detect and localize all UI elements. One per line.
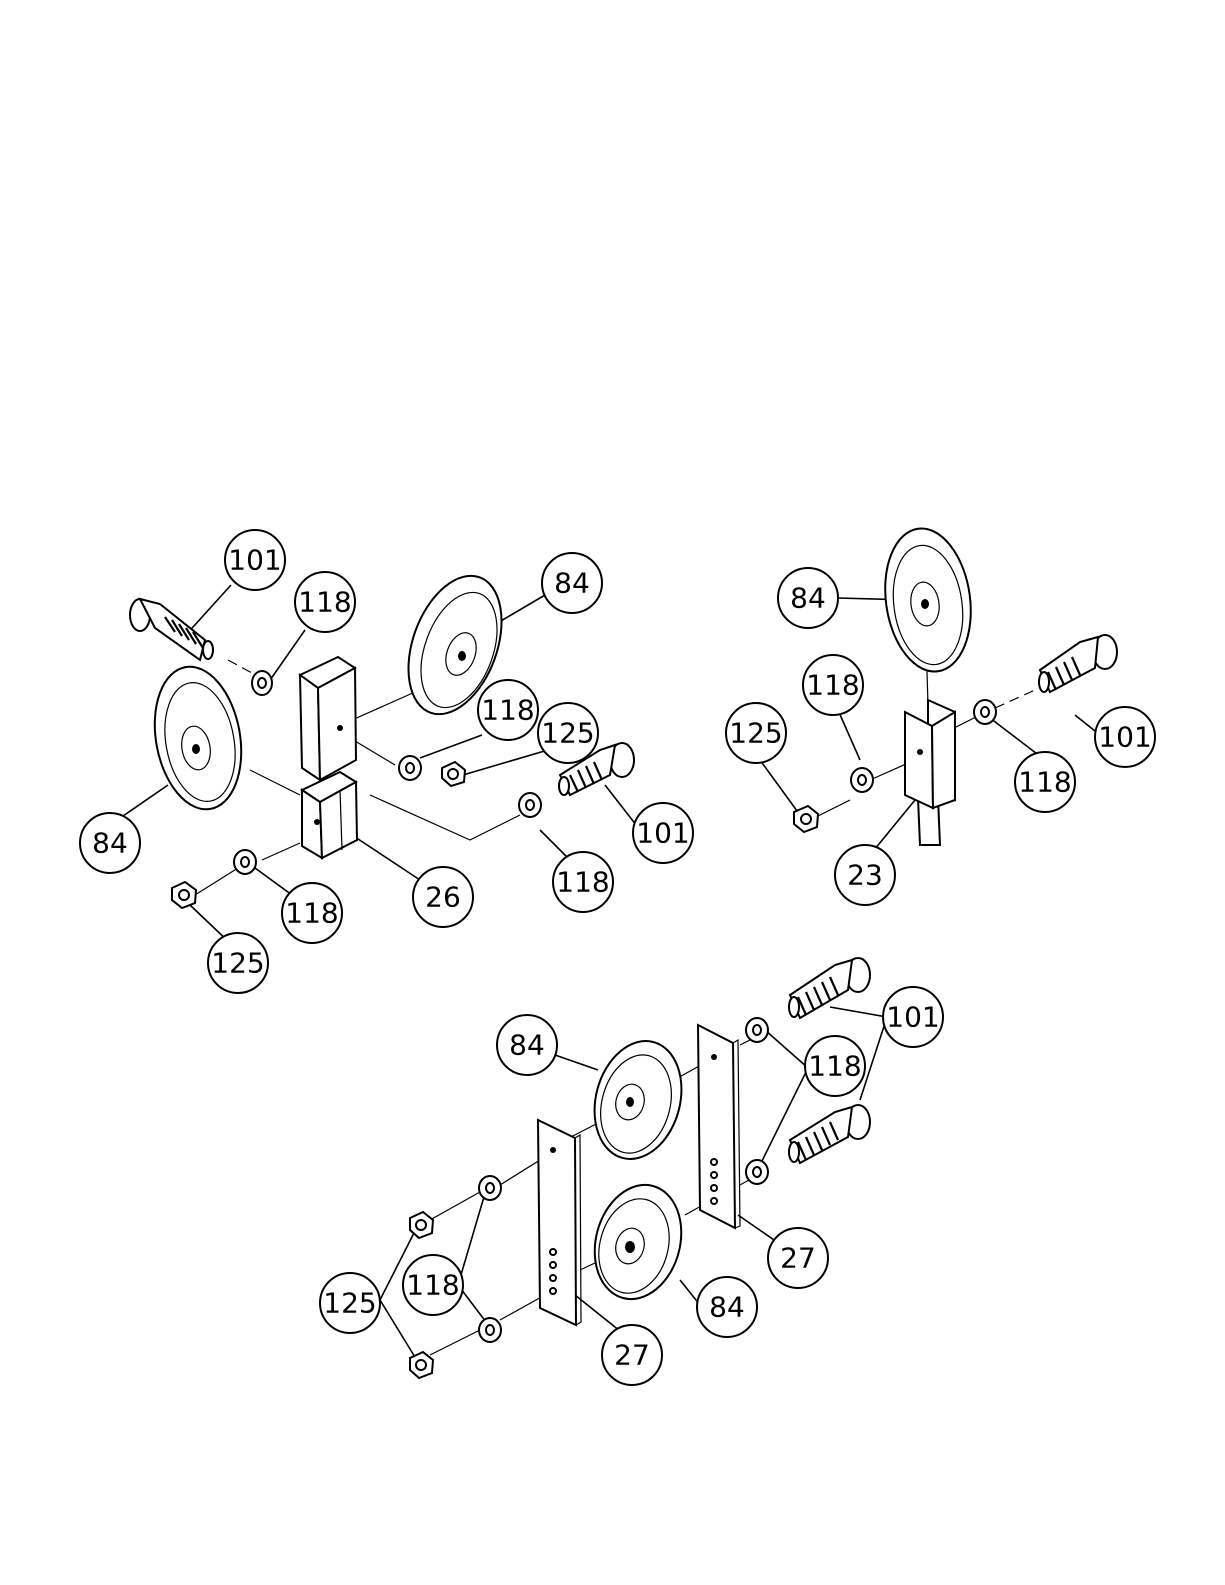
- callout-label: 27: [614, 1339, 650, 1372]
- pulley-84-icon: [876, 523, 979, 677]
- callout-bubble: 84: [497, 1015, 557, 1075]
- callout-bubble: 101: [883, 987, 943, 1047]
- callout-bubble: 118: [803, 655, 863, 715]
- callout-bubble: 101: [633, 803, 693, 863]
- washer-118-icon: [234, 850, 256, 874]
- callout-bubble: 27: [602, 1325, 662, 1385]
- callout-label: 101: [886, 1001, 939, 1034]
- plate-27-icon: [698, 1025, 740, 1228]
- bracket-23-icon: [905, 700, 955, 845]
- callout-label: 84: [554, 567, 590, 600]
- bolt-101-icon: [789, 1105, 870, 1163]
- callout-label: 27: [780, 1242, 816, 1275]
- pulley-84-icon: [582, 1031, 694, 1169]
- callout-bubble: 101: [1095, 707, 1155, 767]
- bolt-101-icon: [130, 599, 213, 660]
- callout-bubble: 118: [553, 852, 613, 912]
- callout-label: 118: [806, 669, 859, 702]
- pulley-84-icon: [144, 660, 252, 816]
- callout-bubble: 84: [80, 813, 140, 873]
- callout-label: 125: [211, 947, 264, 980]
- callout-bubble: 118: [805, 1036, 865, 1096]
- washer-118-icon: [746, 1160, 768, 1184]
- callout-bubble: 118: [1015, 752, 1075, 812]
- bolt-101-icon: [789, 958, 870, 1018]
- callout-label: 101: [636, 817, 689, 850]
- callout-bubble: 118: [295, 572, 355, 632]
- callout-bubble: 23: [835, 845, 895, 905]
- callout-bubble: 125: [208, 933, 268, 993]
- callout-label: 84: [92, 827, 128, 860]
- bracket-26-icon: [300, 657, 357, 858]
- assembly-bottom: [380, 958, 887, 1378]
- bolt-101-icon: [1039, 635, 1117, 692]
- washer-118-icon: [519, 793, 541, 817]
- callout-label: 101: [228, 544, 281, 577]
- callout-bubble: 118: [478, 680, 538, 740]
- washer-118-icon: [479, 1176, 501, 1200]
- callout-bubble: 125: [320, 1273, 380, 1333]
- callout-label: 84: [709, 1291, 745, 1324]
- callout-bubble: 118: [403, 1255, 463, 1315]
- callout-label: 118: [556, 866, 609, 899]
- callout-label: 118: [808, 1050, 861, 1083]
- callout-bubble: 27: [768, 1228, 828, 1288]
- nut-125-icon: [172, 882, 196, 908]
- washer-118-icon: [746, 1018, 768, 1042]
- callout-label: 84: [790, 582, 826, 615]
- plate-27-icon: [538, 1120, 581, 1325]
- callout-bubble: 101: [225, 530, 285, 590]
- callout-bubble: 84: [542, 553, 602, 613]
- washer-118-icon: [851, 768, 873, 792]
- callout-label: 118: [298, 586, 351, 619]
- callout-bubble: 125: [726, 703, 786, 763]
- callout-bubble: 84: [778, 568, 838, 628]
- nut-125-icon: [794, 806, 818, 832]
- callout-label: 118: [481, 694, 534, 727]
- nut-125-icon: [410, 1212, 433, 1238]
- callout-bubble: 118: [282, 883, 342, 943]
- washer-118-icon: [252, 671, 272, 695]
- callout-label: 101: [1098, 721, 1151, 754]
- callout-bubble: 125: [538, 703, 598, 763]
- callout-bubble: 26: [413, 867, 473, 927]
- callout-label: 118: [406, 1269, 459, 1302]
- callout-label: 118: [1018, 766, 1071, 799]
- pulley-84-icon: [582, 1175, 693, 1309]
- callout-label: 118: [285, 897, 338, 930]
- washer-118-icon: [399, 756, 421, 780]
- callout-label: 125: [541, 717, 594, 750]
- callout-label: 23: [847, 859, 883, 892]
- callout-label: 84: [509, 1029, 545, 1062]
- washer-118-icon: [974, 700, 996, 724]
- callout-label: 26: [425, 881, 461, 914]
- callout-bubble: 84: [697, 1277, 757, 1337]
- nut-125-icon: [442, 762, 465, 786]
- nut-125-icon: [410, 1352, 433, 1378]
- callout-label: 125: [323, 1287, 376, 1320]
- washer-118-icon: [479, 1318, 501, 1342]
- callout-label: 125: [729, 717, 782, 750]
